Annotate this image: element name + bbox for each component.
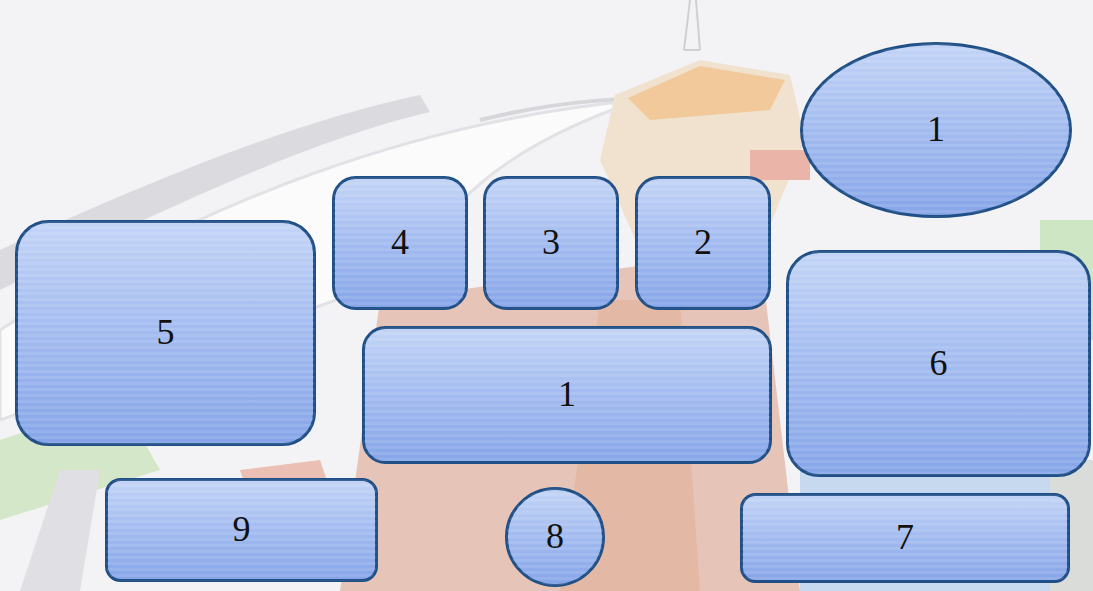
shape-fill <box>637 178 770 309</box>
path-left <box>20 470 100 591</box>
shape-fill <box>485 178 618 309</box>
shape-texture <box>637 178 770 309</box>
shape-texture <box>802 44 1071 217</box>
shape-fill <box>802 44 1071 217</box>
callout-box: 9 <box>105 478 378 582</box>
shape-texture <box>334 178 467 309</box>
callout-box: 1 <box>362 326 772 464</box>
callout-number: 3 <box>542 223 560 263</box>
text-holder: 1 <box>800 42 1072 218</box>
shape-texture <box>742 495 1069 582</box>
shape-fill <box>17 222 315 445</box>
callout-number: 5 <box>157 313 175 353</box>
callout-number: 2 <box>694 223 712 263</box>
callout-number: 1 <box>927 110 945 150</box>
callout-box: 6 <box>786 250 1091 477</box>
callout-ellipse: 1 <box>800 42 1072 218</box>
text-holder: 3 <box>483 176 619 310</box>
shape-fill <box>107 480 377 581</box>
callout-number: 6 <box>930 344 948 384</box>
shape-fill <box>507 489 604 586</box>
shape-texture <box>485 178 618 309</box>
shape-texture <box>107 480 377 581</box>
text-holder: 2 <box>635 176 771 310</box>
text-holder: 9 <box>105 478 378 582</box>
callout-box: 4 <box>332 176 468 310</box>
shape-texture <box>17 222 315 445</box>
shape-fill <box>742 495 1069 582</box>
shape-fill <box>788 252 1090 476</box>
text-holder: 8 <box>505 487 605 587</box>
shape-texture <box>507 489 604 586</box>
callout-box: 7 <box>740 493 1070 583</box>
text-holder: 5 <box>15 220 316 446</box>
mast <box>684 0 700 50</box>
callout-number: 9 <box>233 510 251 550</box>
text-holder: 4 <box>332 176 468 310</box>
callout-number: 8 <box>546 517 564 557</box>
callout-number: 7 <box>896 518 914 558</box>
shape-fill <box>364 328 771 463</box>
callout-box: 5 <box>15 220 316 446</box>
callout-number: 1 <box>558 375 576 415</box>
shape-fill <box>334 178 467 309</box>
callout-box: 3 <box>483 176 619 310</box>
text-holder: 1 <box>362 326 772 464</box>
building-roof-red <box>750 150 810 180</box>
shape-texture <box>788 252 1090 476</box>
text-holder: 6 <box>786 250 1091 477</box>
shape-texture <box>364 328 771 463</box>
callout-number: 4 <box>391 223 409 263</box>
building-roof <box>628 66 785 120</box>
callout-ellipse: 8 <box>505 487 605 587</box>
callout-box: 2 <box>635 176 771 310</box>
text-holder: 7 <box>740 493 1070 583</box>
